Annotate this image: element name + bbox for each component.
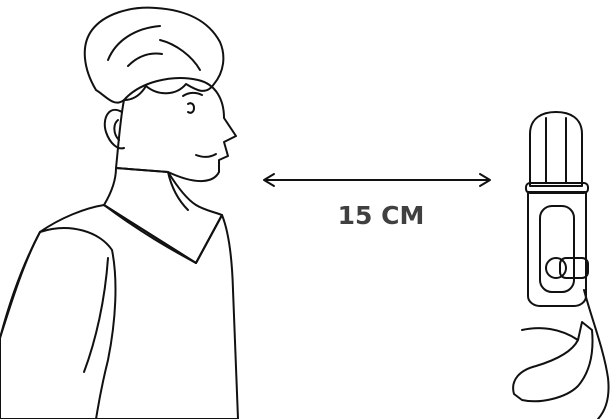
distance-label: 15 CM	[338, 201, 425, 230]
eye	[188, 103, 194, 113]
mic-head	[530, 112, 582, 186]
eyebrow	[183, 93, 202, 96]
shirt-collar	[104, 205, 222, 263]
mic-base	[513, 322, 592, 401]
mic-knob-dial	[546, 258, 566, 278]
yellow-shirt	[0, 205, 238, 419]
person-illustration	[0, 8, 238, 419]
microphone-illustration	[513, 112, 608, 419]
face	[116, 78, 236, 181]
hair	[85, 8, 224, 103]
hair-strand	[108, 26, 160, 60]
hair-strand	[128, 54, 162, 67]
mic-body	[528, 192, 586, 306]
hair-strand	[160, 40, 200, 70]
mic-cable	[584, 290, 609, 419]
armpit-line	[84, 258, 108, 372]
mouth	[196, 154, 216, 157]
mic-body-window	[540, 206, 574, 292]
mic-base-edge	[522, 328, 578, 340]
double-arrow-icon	[264, 174, 490, 186]
